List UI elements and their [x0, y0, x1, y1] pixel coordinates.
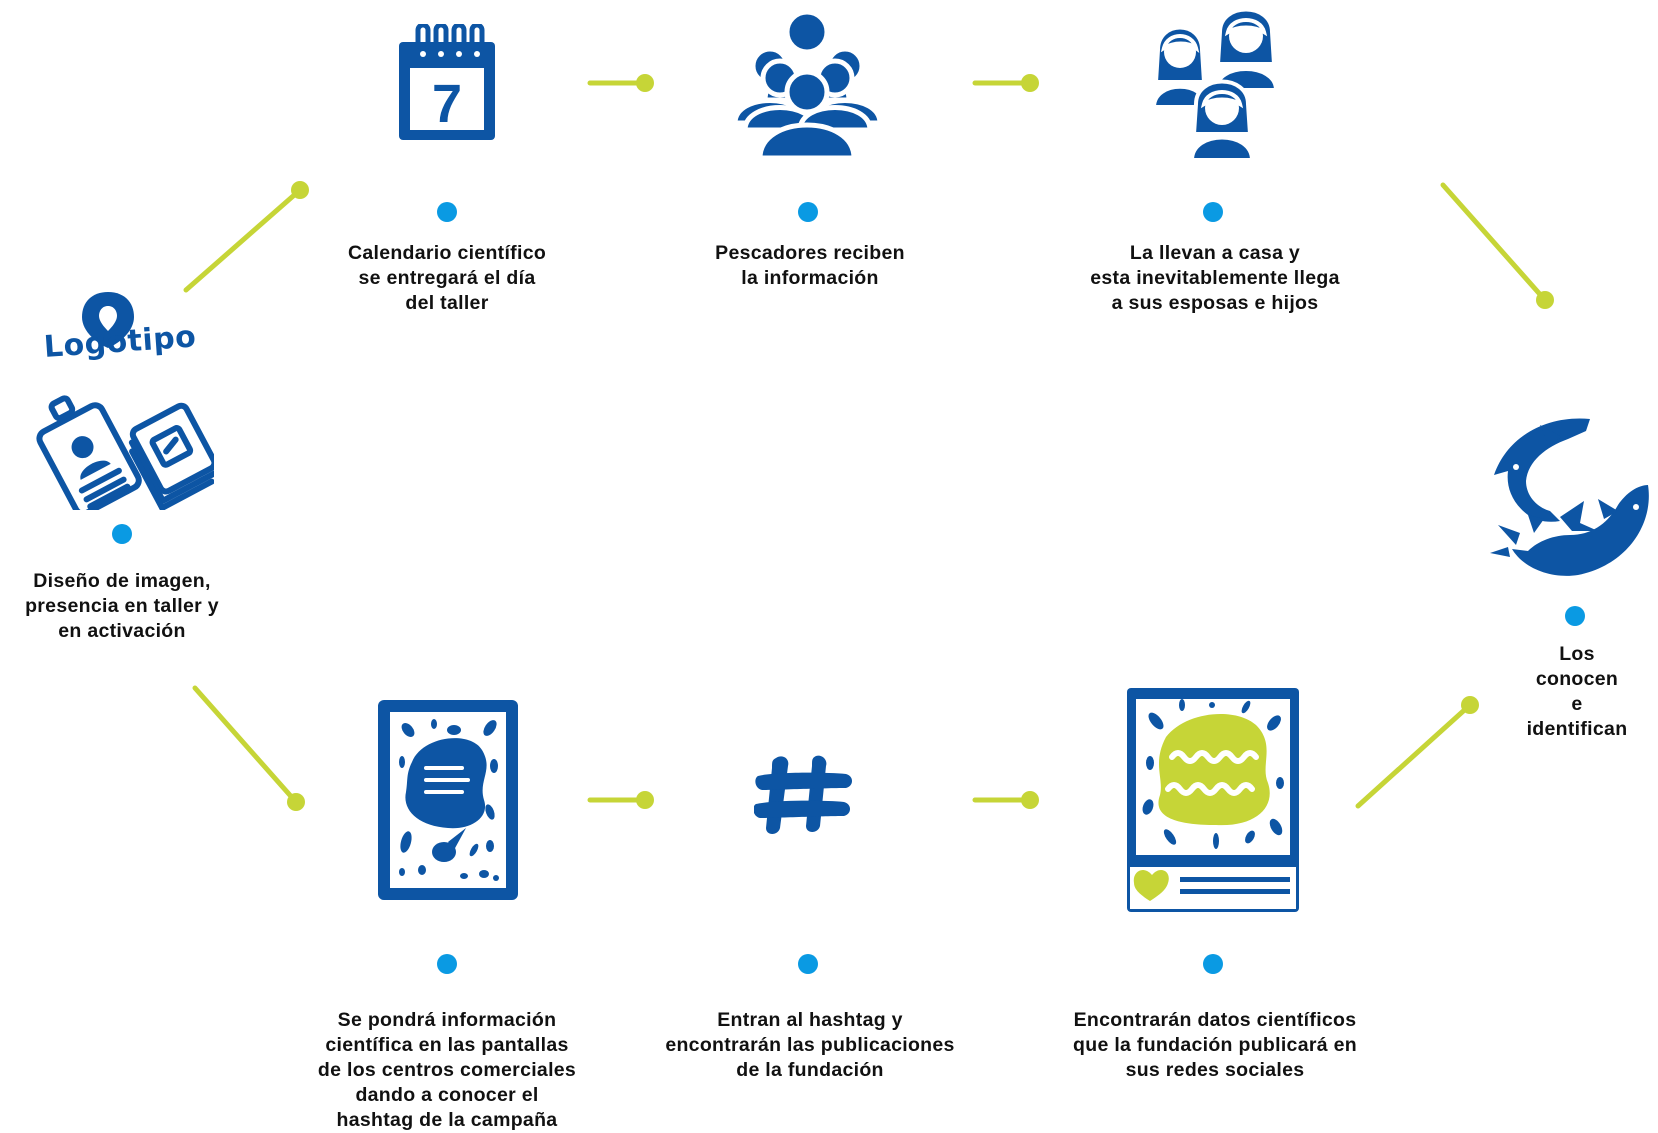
screen-poster-icon: [378, 700, 518, 900]
label-brand-design: Diseño de imagen, presencia en taller y …: [25, 570, 219, 642]
sharks-icon: [1490, 418, 1649, 576]
group-of-people-icon: [732, 9, 883, 158]
connector-logo-to-calendar: [183, 181, 309, 293]
step-dot: [437, 954, 457, 974]
connector-mall-screens-to-logo: [192, 685, 305, 811]
connector-fishermen-to-families: [972, 74, 1039, 92]
label-mall-screens: Se pondrá información científica en las …: [317, 1009, 577, 1131]
social-post-icon: [1127, 688, 1299, 912]
connector-hashtag-to-mall-screens: [587, 791, 654, 809]
step-dot: [798, 202, 818, 222]
label-fishermen: Pescadores reciben la información: [715, 242, 905, 289]
calendar-day-number: 7: [432, 74, 462, 134]
label-families: La llevan a casa y esta inevitablemente …: [1090, 242, 1340, 314]
brand-kit-icon: [36, 395, 214, 510]
connector-families-to-sharks: [1440, 182, 1554, 309]
step-dot: [1203, 202, 1223, 222]
step-dot: [437, 202, 457, 222]
connector-sharks-to-social-post: [1355, 696, 1479, 809]
connector-calendar-to-fishermen: [587, 74, 654, 92]
label-sharks: Los conocen e identifican: [1526, 643, 1628, 740]
women-group-icon: [1151, 7, 1279, 162]
hashtag-icon: [754, 755, 852, 834]
connector-social-post-to-hashtag: [972, 791, 1039, 809]
label-calendar: Calendario científico se entregará el dí…: [347, 242, 547, 314]
label-hashtag: Entran al hashtag y encontrarán las publ…: [665, 1009, 955, 1081]
step-dot: [798, 954, 818, 974]
step-dot: [112, 524, 132, 544]
logo-pin-icon: [82, 292, 134, 348]
label-social-post: Encontrarán datos científicos que la fun…: [1073, 1009, 1357, 1081]
calendar-icon: 7: [399, 24, 495, 140]
step-dot: [1203, 954, 1223, 974]
step-dot: [1565, 606, 1585, 626]
